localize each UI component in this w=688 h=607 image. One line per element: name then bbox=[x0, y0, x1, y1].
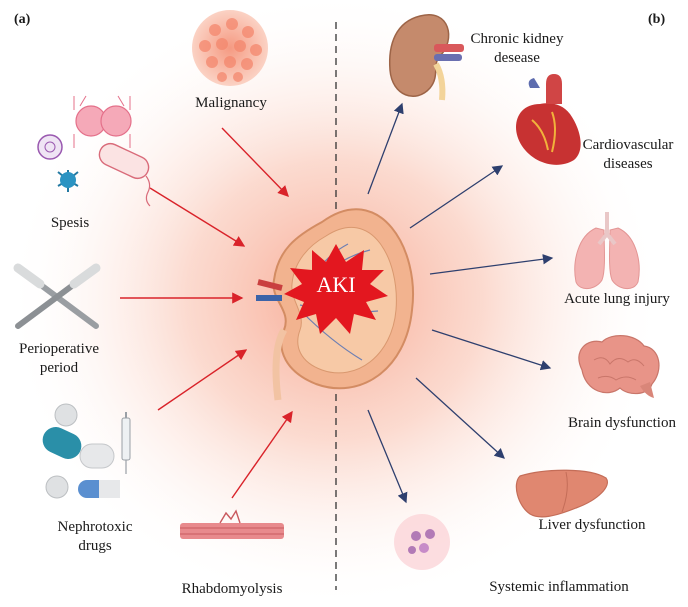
cause-label-sepsis: Spesis bbox=[50, 215, 90, 231]
outcome-label-brain: Brain dysfunction bbox=[568, 415, 676, 431]
outcome-label-liver: Liver dysfunction bbox=[538, 517, 646, 533]
arrow-ckd bbox=[367, 102, 404, 195]
outcome-label-cardiovascular: Cardiovascular diseases bbox=[582, 137, 674, 172]
outcome-label-ckd: Chronic kidney desease bbox=[470, 31, 564, 66]
outcome-label-lung: Acute lung injury bbox=[564, 291, 670, 307]
cause-label-nephrotoxic: Nephrotoxic drugs bbox=[57, 519, 133, 554]
cause-arrows bbox=[120, 127, 293, 499]
panel-label-left: (a) bbox=[14, 12, 31, 27]
inflammation-cells-icon bbox=[394, 514, 450, 570]
outcome-arrows bbox=[367, 102, 554, 504]
kidney-icon bbox=[388, 13, 464, 101]
cause-label-malignancy: Malignancy bbox=[195, 95, 267, 111]
scalpels-icon bbox=[13, 263, 101, 329]
cause-label-perioperative: Perioperative period bbox=[19, 341, 99, 376]
tumor-cluster-icon bbox=[192, 10, 268, 86]
brain-icon bbox=[578, 335, 660, 398]
liver-icon bbox=[515, 469, 608, 518]
arrow-rhabdomyolysis bbox=[231, 410, 293, 499]
aki-starburst bbox=[284, 244, 388, 334]
arrow-brain bbox=[431, 329, 552, 371]
cause-label-rhabdomyolysis: Rhabdomyolysis bbox=[181, 581, 283, 597]
aki-label: AKI bbox=[316, 272, 356, 297]
muscle-fiber-icon bbox=[180, 509, 284, 539]
arrow-sepsis bbox=[149, 187, 246, 247]
pills-syringe-icon bbox=[42, 403, 131, 499]
bacteria-virus-icon bbox=[37, 95, 151, 207]
arrow-inflammation bbox=[367, 409, 408, 504]
arrow-malignancy bbox=[221, 127, 289, 198]
arrow-lung bbox=[429, 254, 554, 275]
lungs-icon bbox=[574, 212, 640, 289]
heart-icon bbox=[516, 74, 581, 165]
panel-label-right: (b) bbox=[648, 12, 666, 27]
arrow-liver bbox=[415, 377, 505, 459]
outcome-label-inflammation: Systemic inflammation bbox=[489, 579, 629, 595]
arrow-nephrotoxic bbox=[157, 349, 248, 411]
arrow-cardiovascular bbox=[409, 165, 504, 229]
